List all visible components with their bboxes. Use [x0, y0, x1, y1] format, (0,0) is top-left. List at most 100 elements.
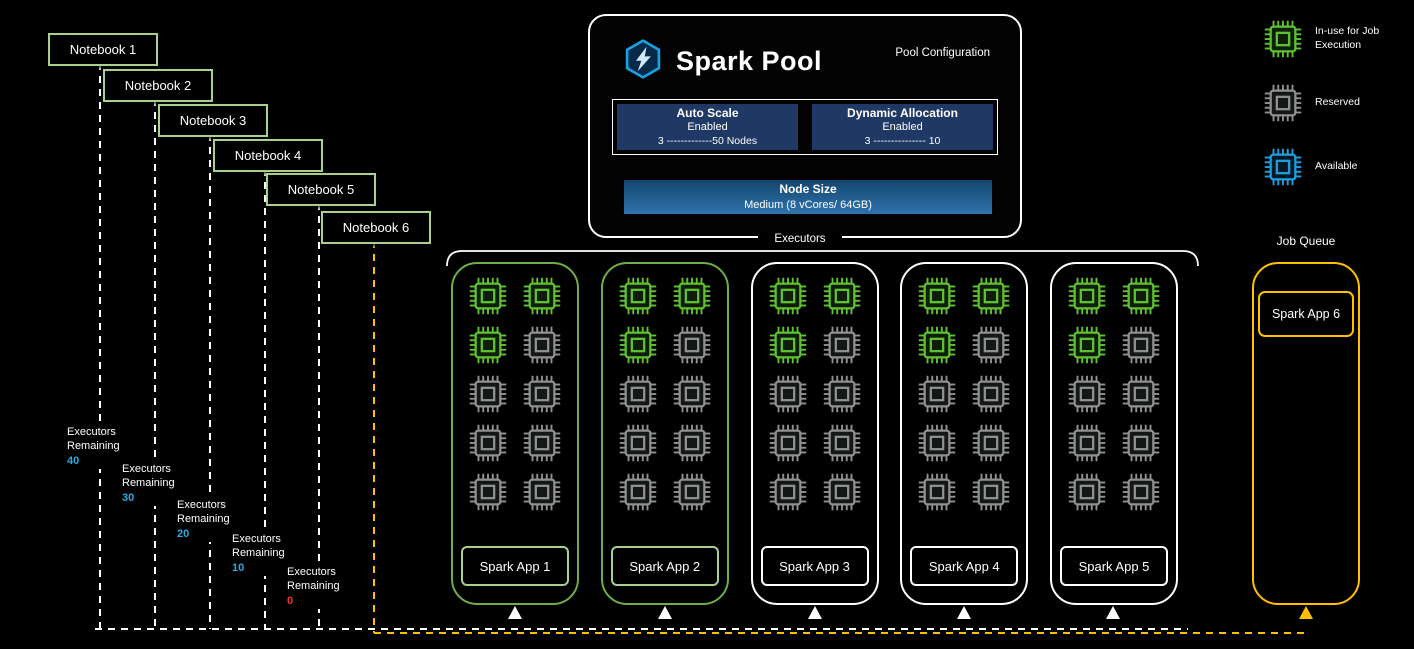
executor-chip-reserved-icon — [523, 375, 561, 413]
executor-chip-in-use-icon — [469, 277, 507, 315]
notebook-box: Notebook 1 — [48, 33, 158, 66]
executor-chip-reserved-icon — [619, 375, 657, 413]
executor-chip-in-use-icon — [918, 277, 956, 315]
executors-remaining-value: 10 — [232, 561, 245, 574]
executor-chip-in-use-icon — [619, 277, 657, 315]
notebook-box: Notebook 4 — [213, 139, 323, 172]
notebook-box: Notebook 2 — [103, 69, 213, 102]
spark-app-container: Spark App 3 — [750, 262, 879, 605]
dynamic-allocation-title: Dynamic Allocation — [847, 106, 958, 121]
executor-chip-reserved-icon — [823, 326, 861, 364]
executor-chip-reserved-icon — [1122, 326, 1160, 364]
node-size-box: Node Size Medium (8 vCores/ 64GB) — [624, 180, 992, 214]
legend-item: Reserved — [1264, 84, 1407, 122]
executor-chip-reserved-icon — [918, 375, 956, 413]
job-queue-label: Job Queue — [1276, 234, 1336, 248]
notebook-box: Notebook 6 — [321, 211, 431, 244]
pool-config-label: Pool Configuration — [895, 47, 990, 59]
executor-grid — [1052, 277, 1176, 511]
executor-chip-reserved-icon — [523, 424, 561, 462]
executor-chip-reserved-icon — [523, 473, 561, 511]
executors-label: Executors — [758, 233, 842, 245]
legend-item: Available — [1264, 148, 1407, 186]
executor-chip-in-use-icon — [1068, 277, 1106, 315]
executor-chip-in-use-icon — [769, 326, 807, 364]
executor-chip-in-use-icon — [619, 326, 657, 364]
spark-app-label: Spark App 4 — [910, 546, 1019, 586]
executor-chip-reserved-icon — [619, 424, 657, 462]
executor-chip-reserved-icon — [972, 424, 1010, 462]
executor-chip-reserved-icon — [469, 424, 507, 462]
executors-remaining-value: 30 — [122, 491, 135, 504]
dynamic-allocation-status: Enabled — [882, 121, 923, 134]
executor-chip-reserved-icon — [972, 375, 1010, 413]
job-queue-panel: Spark App 6 — [1252, 262, 1360, 605]
executor-chip-reserved-icon — [769, 424, 807, 462]
executor-chip-reserved-icon — [673, 473, 711, 511]
legend-item: In-use for Job Execution — [1264, 20, 1407, 58]
executor-chip-reserved-icon — [673, 424, 711, 462]
node-size-value: Medium (8 vCores/ 64GB) — [744, 198, 872, 211]
executor-chip-reserved-icon — [823, 375, 861, 413]
pool-title: Spark Pool — [676, 46, 823, 76]
executor-chip-reserved-icon — [469, 375, 507, 413]
arrow-app2 — [658, 606, 672, 619]
executor-chip-reserved-icon — [469, 473, 507, 511]
spark-app-container: Spark App 4 — [900, 262, 1029, 605]
legend-chip-reserved-icon — [1264, 84, 1302, 122]
pool-config-panel: Auto Scale Enabled 3 -------------50 Nod… — [612, 99, 998, 155]
executor-grid — [753, 277, 877, 511]
executor-grid — [603, 277, 727, 511]
arrow-job-queue — [1299, 606, 1313, 619]
notebook-box: Notebook 3 — [158, 104, 268, 137]
executor-chip-reserved-icon — [769, 473, 807, 511]
executor-chip-reserved-icon — [1068, 424, 1106, 462]
executors-brace — [446, 250, 1199, 267]
notebook-box: Notebook 5 — [266, 173, 376, 206]
executor-chip-in-use-icon — [1122, 277, 1160, 315]
arrow-app4 — [957, 606, 971, 619]
executor-chip-reserved-icon — [1122, 375, 1160, 413]
executor-chip-reserved-icon — [1122, 424, 1160, 462]
executor-chip-in-use-icon — [823, 277, 861, 315]
legend-chip-available-icon — [1264, 148, 1302, 186]
executor-chip-in-use-icon — [523, 277, 561, 315]
arrow-app5 — [1106, 606, 1120, 619]
executor-grid — [902, 277, 1026, 511]
auto-scale-box: Auto Scale Enabled 3 -------------50 Nod… — [617, 104, 798, 150]
queued-app: Spark App 6 — [1258, 291, 1354, 337]
executor-chip-reserved-icon — [972, 326, 1010, 364]
executors-remaining-value: 20 — [177, 527, 190, 540]
executor-chip-reserved-icon — [918, 424, 956, 462]
spark-apps: Spark App 1 Spark App — [451, 262, 1178, 605]
legend: In-use for Job Execution Reserved Availa… — [1264, 20, 1407, 212]
executor-chip-in-use-icon — [469, 326, 507, 364]
spark-app-container: Spark App 2 — [600, 262, 729, 605]
executor-chip-reserved-icon — [769, 375, 807, 413]
executor-chip-reserved-icon — [1068, 375, 1106, 413]
arrow-app3 — [808, 606, 822, 619]
legend-chip-in-use-icon — [1264, 20, 1302, 58]
auto-scale-status: Enabled — [687, 121, 728, 134]
spark-app-label: Spark App 2 — [610, 546, 719, 586]
executor-chip-reserved-icon — [523, 326, 561, 364]
executor-chip-reserved-icon — [1068, 473, 1106, 511]
legend-label: In-use for Job Execution — [1315, 25, 1380, 51]
executor-chip-in-use-icon — [1068, 326, 1106, 364]
executor-chip-in-use-icon — [769, 277, 807, 315]
spark-app-label: Spark App 5 — [1060, 546, 1168, 586]
executors-remaining-value: 40 — [67, 454, 80, 467]
executor-chip-reserved-icon — [1122, 473, 1160, 511]
executors-remaining-value: 0 — [287, 594, 294, 607]
spark-app-label: Spark App 1 — [461, 546, 569, 586]
executor-chip-reserved-icon — [619, 473, 657, 511]
executor-chip-reserved-icon — [972, 473, 1010, 511]
legend-label: Available — [1315, 160, 1358, 173]
auto-scale-title: Auto Scale — [676, 106, 739, 121]
